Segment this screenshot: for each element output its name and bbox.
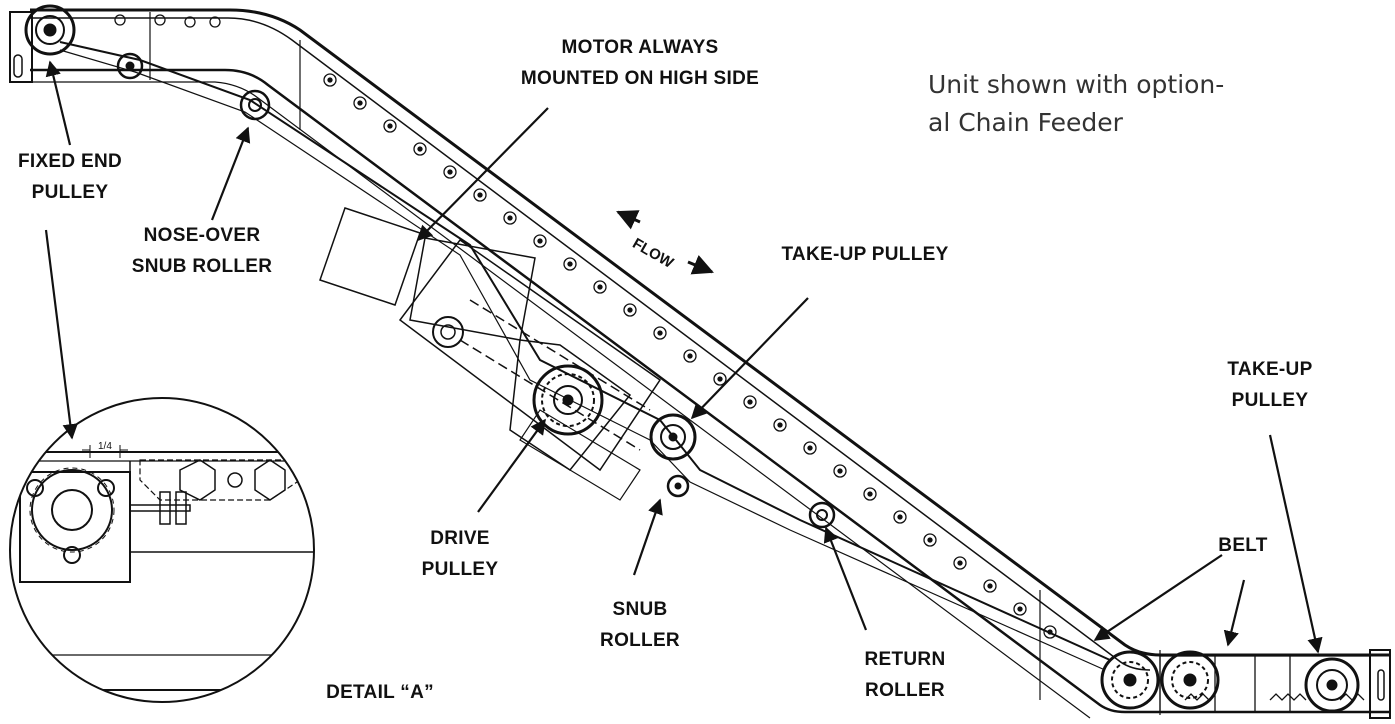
return-roller	[808, 501, 836, 529]
take-up-pulley-mid	[649, 413, 697, 461]
motor-leader	[416, 107, 549, 242]
drive-leader	[477, 418, 546, 513]
nose-over-label-line2: SNUB ROLLER	[131, 256, 273, 277]
motor-label-line1: MOTOR ALWAYS	[561, 37, 719, 58]
take-up-pulley-right	[1304, 657, 1360, 713]
take-up-right-label-line2: PULLEY	[1231, 390, 1309, 411]
note-line2: al Chain Feeder	[928, 108, 1123, 137]
return-leader	[823, 526, 868, 631]
detail-leader	[44, 229, 78, 440]
drive-label-line2: PULLEY	[421, 559, 499, 580]
snub-leader	[632, 498, 663, 576]
flow-arrow-up	[616, 210, 641, 230]
nose-over-snub-roller-label: NOSE-OVER SNUB ROLLER	[112, 220, 292, 282]
belt-leader-right	[1223, 579, 1246, 647]
nose-over-label-line1: NOSE-OVER	[143, 225, 261, 246]
leader-arrows	[44, 60, 1323, 654]
snub-roller	[666, 474, 690, 498]
drive-pulley	[532, 364, 604, 436]
conveyor-frame	[9, 8, 1391, 719]
belt-label: BELT	[1218, 535, 1268, 556]
fixed-end-leader	[45, 60, 72, 146]
take-up-right-label-line1: TAKE-UP	[1227, 359, 1313, 380]
carrier-rollers	[114, 14, 1057, 639]
nose-over-leader	[210, 126, 251, 221]
nose-over-snub-roller	[239, 89, 271, 121]
flow-arrow-down	[687, 255, 714, 275]
fixed-end-pulley-label: FIXED END PULLEY	[0, 146, 140, 208]
return-roller-label: RETURN ROLLER	[845, 644, 965, 706]
belt-leader-left	[1093, 554, 1223, 641]
take-up-mid-leader	[690, 297, 809, 420]
chain-feeder-note: Unit shown with option- al Chain Feeder	[928, 66, 1224, 142]
dimension-label: 1/4	[98, 441, 112, 452]
drive-pulley-label: DRIVE PULLEY	[400, 523, 520, 585]
feeder-pulley	[1160, 650, 1220, 710]
return-label-line2: ROLLER	[865, 680, 945, 701]
note-line1: Unit shown with option-	[928, 70, 1225, 99]
take-up-right-leader	[1268, 434, 1323, 654]
detail-a-view: 1/4	[9, 397, 315, 703]
fixed-end-label-line2: PULLEY	[31, 182, 109, 203]
drive-label-line1: DRIVE	[430, 528, 490, 549]
detail-a-label: DETAIL “A”	[326, 682, 434, 703]
take-up-pulley-mid-label: TAKE-UP PULLEY	[781, 244, 949, 265]
motor-label: MOTOR ALWAYS MOUNTED ON HIGH SIDE	[470, 32, 810, 94]
top-idler-pulley	[116, 52, 144, 80]
snub-label-line1: SNUB	[612, 599, 668, 620]
snub-label-line2: ROLLER	[600, 630, 680, 651]
return-label-line1: RETURN	[864, 649, 946, 670]
tail-pulley-left	[1100, 650, 1160, 710]
fixed-end-label-line1: FIXED END	[17, 151, 123, 172]
motor-label-line2: MOUNTED ON HIGH SIDE	[520, 68, 760, 89]
take-up-pulley-right-label: TAKE-UP PULLEY	[1200, 354, 1340, 416]
fixed-end-pulley	[24, 4, 76, 56]
snub-roller-label: SNUB ROLLER	[585, 594, 695, 656]
chain-feeder	[1159, 655, 1371, 713]
